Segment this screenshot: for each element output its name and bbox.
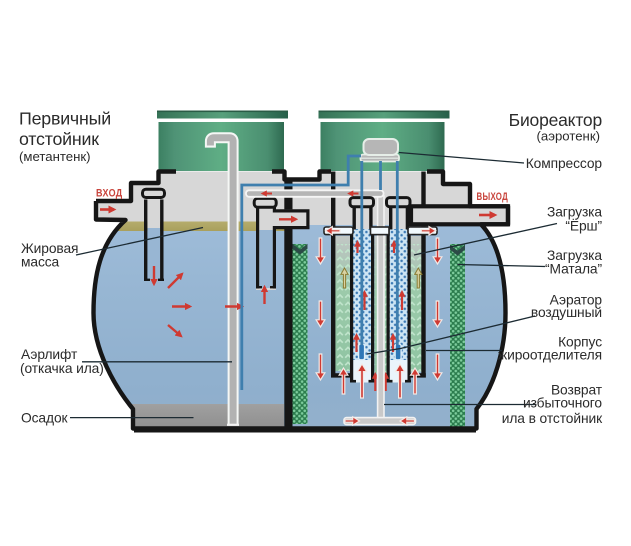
svg-text:жироотделителя: жироотделителя — [498, 348, 602, 363]
svg-text:воздушный: воздушный — [531, 305, 602, 320]
svg-text:“Ёрш”: “Ёрш” — [565, 218, 602, 234]
svg-text:Жировая: Жировая — [21, 241, 78, 256]
svg-text:ВХОД: ВХОД — [96, 188, 123, 200]
svg-text:Корпус: Корпус — [558, 335, 602, 350]
svg-text:отстойник: отстойник — [19, 129, 99, 149]
svg-text:(метантенк): (метантенк) — [19, 149, 91, 164]
svg-text:ила в отстойник: ила в отстойник — [502, 411, 603, 426]
svg-text:избыточного: избыточного — [523, 396, 602, 411]
svg-text:Биореактор: Биореактор — [509, 110, 602, 130]
svg-text:Загрузка: Загрузка — [547, 248, 602, 263]
svg-text:(аэротенк): (аэротенк) — [536, 129, 600, 144]
svg-text:Возврат: Возврат — [551, 383, 603, 398]
svg-text:Компрессор: Компрессор — [526, 156, 603, 171]
svg-text:Осадок: Осадок — [21, 410, 69, 425]
svg-text:ВЫХОД: ВЫХОД — [477, 191, 509, 203]
svg-text:Аэрлифт: Аэрлифт — [21, 347, 78, 362]
svg-text:Аэратор: Аэратор — [550, 293, 603, 308]
svg-text:Первичный: Первичный — [19, 109, 111, 129]
svg-text:“Матала”: “Матала” — [545, 262, 602, 277]
svg-text:масса: масса — [21, 255, 60, 270]
svg-text:Загрузка: Загрузка — [547, 205, 602, 220]
svg-text:(откачка ила): (откачка ила) — [20, 361, 104, 376]
